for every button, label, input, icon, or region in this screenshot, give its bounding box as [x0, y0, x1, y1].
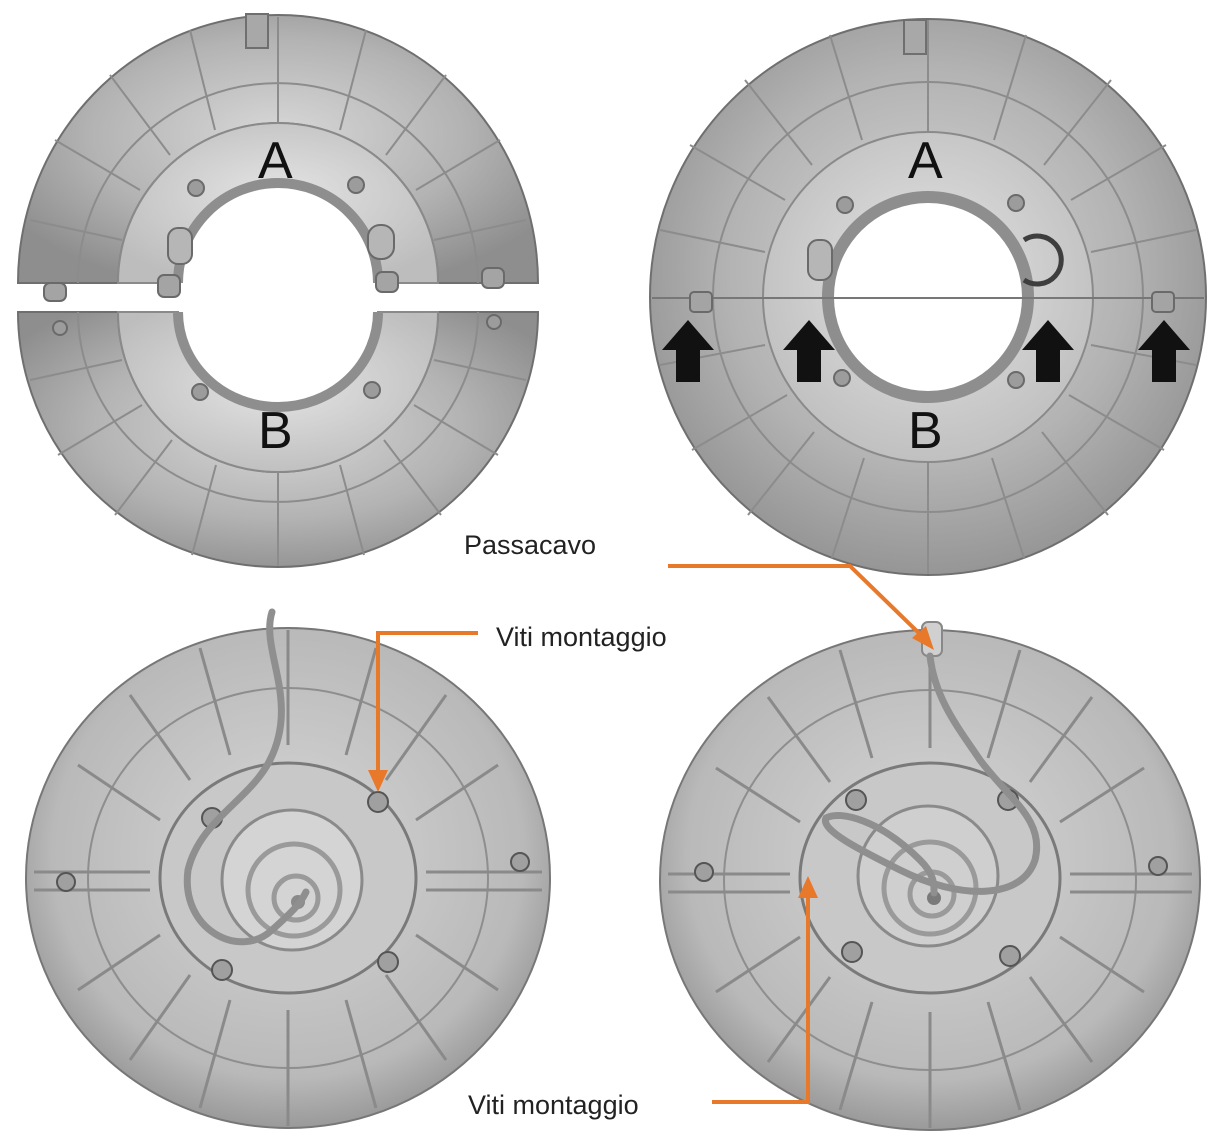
top-right-assembled-base — [649, 18, 1207, 576]
label-half-a-left: A — [258, 132, 293, 190]
label-half-b-right: B — [908, 402, 943, 460]
callout-line-screws-left — [376, 631, 478, 778]
bottom-left-underside — [25, 608, 551, 1129]
callout-line-cable-gland — [668, 564, 928, 642]
bottom-right-underside — [659, 621, 1201, 1131]
callout-line-screws-right — [712, 890, 810, 1104]
callout-mounting-screws-left: Viti montaggio — [496, 622, 667, 652]
half-b-lower — [16, 311, 540, 568]
label-half-b-left: B — [258, 402, 293, 460]
arrowhead-icon — [912, 626, 934, 650]
arrowhead-icon — [368, 770, 388, 792]
half-a-upper — [16, 13, 540, 302]
callout-lines — [376, 564, 928, 1104]
top-left-split-base: A B — [16, 13, 540, 568]
arrowhead-icon — [798, 876, 818, 898]
callout-arrowheads — [368, 626, 934, 898]
callout-cable-gland: Passacavo — [464, 530, 596, 560]
label-half-a-right: A — [908, 132, 943, 190]
callout-mounting-screws-right: Viti montaggio — [468, 1090, 639, 1120]
